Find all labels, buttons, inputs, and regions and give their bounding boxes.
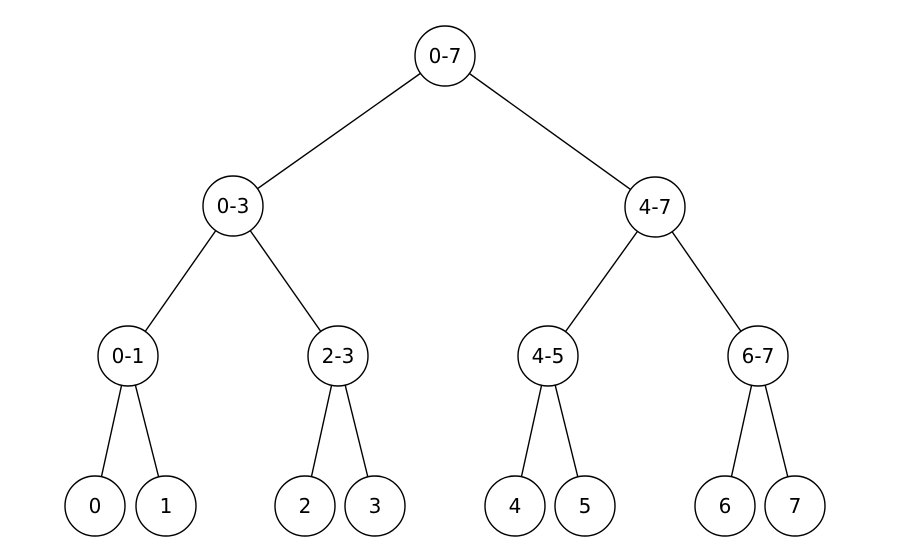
- node-label: 0: [89, 494, 102, 518]
- node-circle: [202, 175, 264, 237]
- tree-node-0-1: 0-1: [97, 325, 159, 387]
- node-label: 4-5: [532, 344, 565, 368]
- node-circle: [414, 25, 476, 87]
- node-label: 6: [719, 494, 732, 518]
- tree-node-0-7: 0-7: [414, 25, 476, 87]
- tree-node-7: 7: [764, 475, 826, 537]
- node-circle: [307, 325, 369, 387]
- node-label: 0-7: [429, 44, 462, 68]
- node-label: 2-3: [322, 344, 355, 368]
- node-label: 0-3: [217, 194, 250, 218]
- tree-node-3: 3: [344, 475, 406, 537]
- tree-node-4-7: 4-7: [624, 176, 686, 238]
- node-circle: [517, 325, 579, 387]
- tree-edges: [94, 55, 796, 507]
- node-circle: [554, 475, 616, 537]
- node-circle: [624, 176, 686, 238]
- node-label: 2: [299, 494, 312, 518]
- tree-node-5: 5: [554, 475, 616, 537]
- tree-node-2-3: 2-3: [307, 325, 369, 387]
- node-circle: [64, 475, 126, 537]
- node-circle: [764, 475, 826, 537]
- node-label: 4-7: [639, 195, 672, 219]
- tree-node-2: 2: [274, 475, 336, 537]
- tree-node-6: 6: [694, 475, 756, 537]
- tree-node-4-5: 4-5: [517, 325, 579, 387]
- node-circle: [344, 475, 406, 537]
- node-label: 0-1: [112, 344, 145, 368]
- node-label: 7: [789, 494, 802, 518]
- tree-node-0-3: 0-3: [202, 175, 264, 237]
- tree-node-0: 0: [64, 475, 126, 537]
- tree-nodes: 0-7 0-3 4-7 0-1 2-3 4-5 6-7 0 1 2 3 4 5 6 7: [64, 25, 826, 537]
- node-label: 5: [579, 494, 592, 518]
- node-label: 6-7: [742, 344, 775, 368]
- tree-node-6-7: 6-7: [727, 325, 789, 387]
- node-circle: [727, 325, 789, 387]
- tree-edge-0-7-to-0-3: [232, 55, 446, 207]
- tree-node-4: 4: [484, 475, 546, 537]
- node-circle: [484, 475, 546, 537]
- node-label: 1: [160, 494, 173, 518]
- node-circle: [694, 475, 756, 537]
- node-label: 3: [369, 494, 382, 518]
- tree-node-1: 1: [135, 475, 197, 537]
- node-circle: [135, 475, 197, 537]
- tree-edge-0-7-to-4-7: [444, 55, 656, 208]
- node-circle: [274, 475, 336, 537]
- node-label: 4: [509, 494, 522, 518]
- node-circle: [97, 325, 159, 387]
